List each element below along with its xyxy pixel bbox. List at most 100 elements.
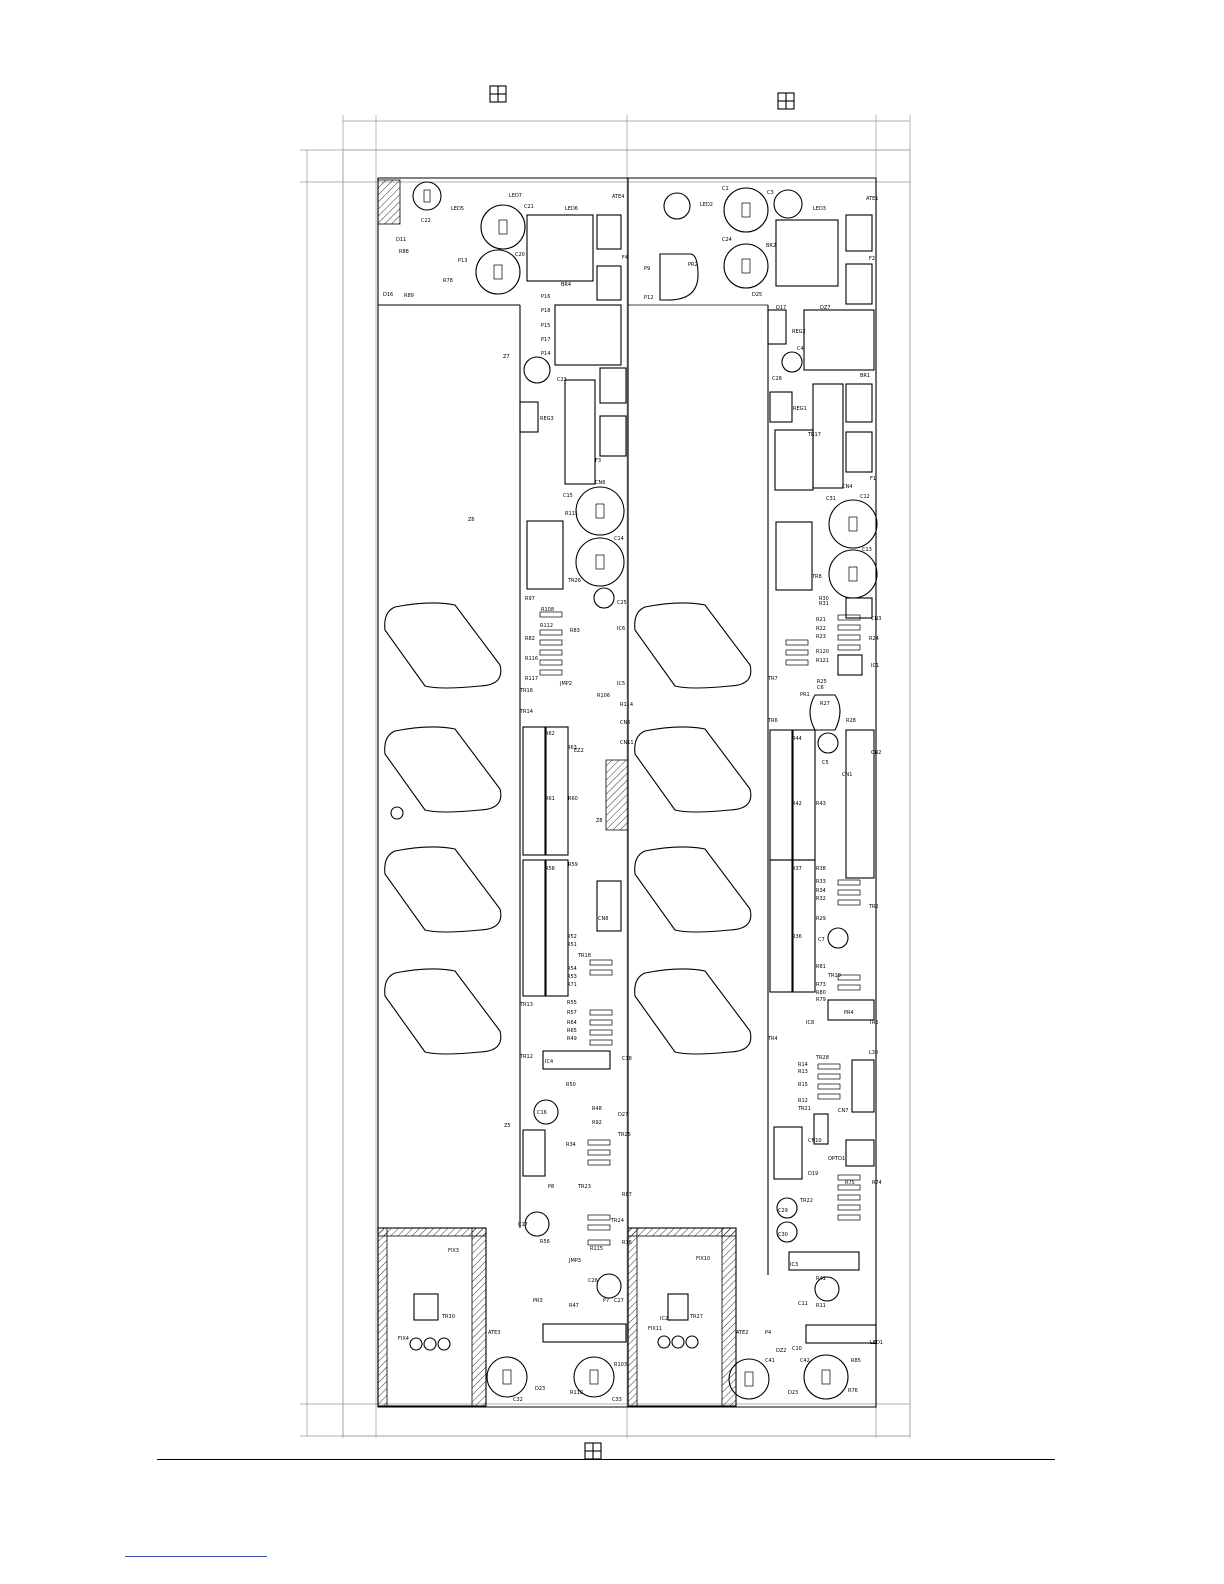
label-D16: D16 [383, 292, 393, 298]
label-P17: P17 [541, 337, 550, 343]
label-R115: R115 [590, 1246, 603, 1252]
label-R63: R63 [567, 745, 577, 751]
label-TR19: TR19 [827, 973, 841, 979]
label-TR30: TR30 [441, 1314, 455, 1320]
label-R36: R36 [792, 934, 802, 940]
label-C23: C23 [557, 377, 567, 383]
label-R47: R47 [569, 1303, 579, 1309]
label-TR23: TR23 [577, 1184, 591, 1190]
label-R34-right: R34 [816, 888, 826, 894]
label-R85: R85 [851, 1358, 861, 1364]
label-R74: R74 [872, 1180, 882, 1186]
label-PR2: PR2 [688, 262, 698, 268]
label-EZ2: EZ2 [574, 748, 584, 754]
label-TR26: TR26 [567, 578, 581, 584]
label-TR25: TR25 [617, 1132, 631, 1138]
label-C31: C31 [826, 496, 836, 502]
label-R65: R65 [567, 1028, 577, 1034]
label-P4: P4 [765, 1330, 771, 1336]
label-C33: C33 [612, 1397, 622, 1403]
label-R110: R110 [570, 1390, 583, 1396]
label-C5: C5 [822, 760, 829, 766]
label-CN2: CN2 [871, 750, 881, 756]
label-TR18: TR18 [577, 953, 591, 959]
label-C42: C42 [800, 1358, 810, 1364]
label-R76: R76 [848, 1388, 858, 1394]
label-F3: F3 [595, 458, 601, 464]
label-R73: R73 [816, 982, 826, 988]
label-R14: R14 [798, 1062, 808, 1068]
label-TR6: TR6 [767, 718, 778, 724]
label-C13: C13 [862, 547, 872, 553]
label-FIX3: FIX3 [448, 1248, 459, 1254]
label-R108: R108 [541, 607, 554, 613]
component-labels: LED5 LED7 LED6 ATE4 C22 C21 C20 D11 R88 … [383, 186, 883, 1403]
label-C4: C4 [797, 346, 804, 352]
label-ATE3: ATE3 [488, 1330, 500, 1336]
label-R58: R58 [545, 866, 555, 872]
label-C6: C6 [817, 685, 824, 691]
label-R28: R28 [846, 718, 856, 724]
label-CN7: CN7 [838, 1108, 848, 1114]
footer-link-underline [125, 1556, 267, 1557]
label-Z6: Z6 [468, 517, 475, 523]
label-R32: R32 [816, 896, 826, 902]
label-R112: R112 [540, 623, 553, 629]
label-Z7: Z7 [503, 354, 510, 360]
label-R48: R48 [592, 1106, 602, 1112]
right-board [605, 177, 878, 1408]
label-FIX10: FIX10 [696, 1256, 710, 1262]
label-R81: R81 [816, 964, 826, 970]
left-board [377, 177, 629, 1408]
label-BR4: BR4 [561, 282, 571, 288]
label-TR22: TR22 [799, 1198, 813, 1204]
label-REG3: REG3 [540, 416, 554, 422]
label-TR24: TR24 [610, 1218, 624, 1224]
label-C22: C22 [421, 218, 431, 224]
label-R51: R51 [567, 942, 577, 948]
label-C1: C1 [722, 186, 729, 192]
label-R75: R75 [845, 1180, 855, 1186]
label-R11: R11 [816, 1303, 826, 1309]
label-BR2: BR2 [766, 243, 776, 249]
label-F4: F4 [622, 255, 628, 261]
registration-mark-top-left-icon [489, 85, 507, 103]
label-R80: R80 [816, 990, 826, 996]
label-R59: R59 [568, 862, 578, 868]
label-C7: C7 [818, 937, 825, 943]
label-R25: R25 [817, 679, 827, 685]
label-TR27: TR27 [689, 1314, 703, 1320]
label-R60: R60 [568, 796, 578, 802]
label-R61: R61 [545, 796, 555, 802]
label-LED2: LED2 [700, 202, 713, 208]
label-C26: C26 [588, 1278, 598, 1284]
label-R117: R117 [525, 676, 538, 682]
label-C25: C25 [617, 600, 627, 606]
label-IC4: IC4 [545, 1059, 553, 1065]
label-P7: P7 [603, 1298, 609, 1304]
label-C24: C24 [722, 237, 732, 243]
label-DZ7: DZ7 [820, 305, 830, 311]
label-C10: C10 [792, 1346, 802, 1352]
label-R31: R31 [819, 601, 829, 607]
label-P13: P13 [458, 258, 467, 264]
label-C41: C41 [765, 1358, 775, 1364]
label-D27: D27 [618, 1112, 628, 1118]
registration-mark-bottom-icon [584, 1442, 602, 1460]
label-R52: R52 [567, 934, 577, 940]
label-BR1: BR1 [860, 373, 870, 379]
label-D17: D17 [776, 305, 786, 311]
label-C21: C21 [524, 204, 534, 210]
label-R12: R12 [798, 1098, 808, 1104]
label-R121: R121 [816, 658, 829, 664]
label-R116: R116 [525, 656, 538, 662]
dimension-lines [300, 115, 911, 1438]
label-CN1: CN1 [842, 772, 852, 778]
label-R43: R43 [816, 801, 826, 807]
label-TR21: TR21 [797, 1106, 811, 1112]
label-D23-left: D23 [535, 1386, 545, 1392]
label-R38: R38 [816, 866, 826, 872]
label-TR5: TR5 [868, 1020, 879, 1026]
label-REG2: REG2 [792, 329, 806, 335]
label-R23: R23 [816, 634, 826, 640]
